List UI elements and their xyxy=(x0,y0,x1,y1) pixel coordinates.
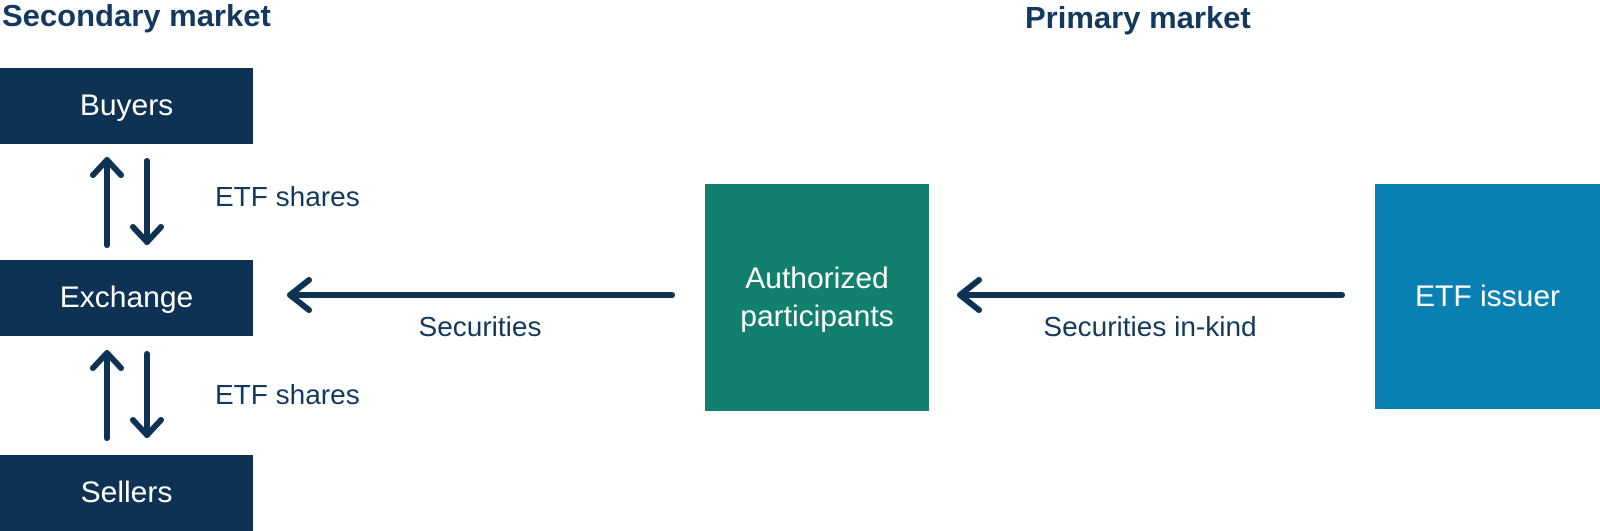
buyers-label: Buyers xyxy=(79,89,174,122)
buyers-box: Buyers xyxy=(0,68,253,144)
sellers-label: Sellers xyxy=(80,476,173,509)
securities-label: Securities xyxy=(418,311,542,342)
arrow-down-exchange-to-sellers xyxy=(130,351,164,438)
securities-in-kind-label: Securities in-kind xyxy=(1043,311,1257,342)
arrow-down-buyers-to-exchange xyxy=(130,158,164,245)
authorized-participants-label: Authorized participants xyxy=(740,261,894,333)
etf-issuer-label: ETF issuer xyxy=(1414,279,1561,313)
sellers-box: Sellers xyxy=(0,455,253,531)
etf-shares-label-top: ETF shares xyxy=(215,181,360,212)
authorized-participants-box: Authorized participants xyxy=(705,184,929,411)
arrow-securities-ap-to-exchange xyxy=(287,277,675,313)
arrow-securities-issuer-to-ap xyxy=(957,277,1345,313)
arrow-up-sellers-to-exchange xyxy=(90,350,124,441)
etf-issuer-box: ETF issuer xyxy=(1375,184,1600,409)
etf-shares-label-bottom: ETF shares xyxy=(215,379,360,410)
secondary-market-title: Secondary market xyxy=(2,0,271,33)
arrow-up-exchange-to-buyers xyxy=(90,157,124,248)
exchange-label: Exchange xyxy=(59,281,194,314)
exchange-box: Exchange xyxy=(0,260,253,336)
primary-market-title: Primary market xyxy=(1025,0,1251,35)
